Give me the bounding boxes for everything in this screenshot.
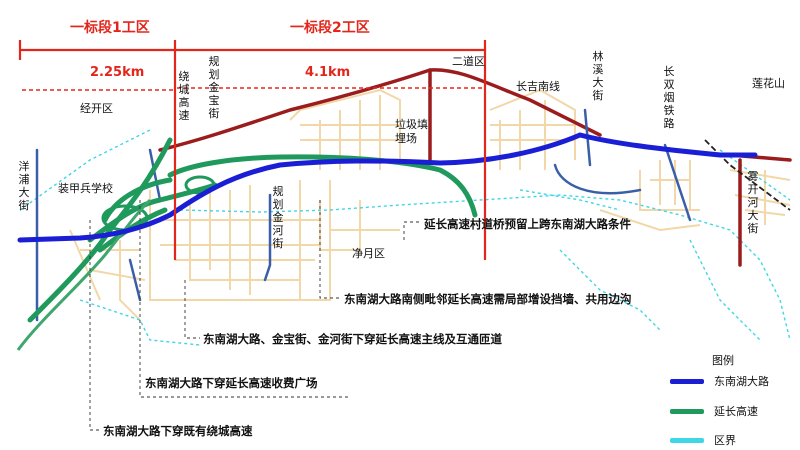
section1-title: 一标段1工区	[70, 20, 150, 36]
label-zhuangjia: 装甲兵学校	[58, 182, 113, 195]
label-jingkai: 经开区	[80, 102, 113, 115]
legend-title: 图例	[712, 354, 734, 367]
legend-label: 东南湖大路	[714, 375, 769, 388]
section2-title: 一标段2工区	[290, 20, 370, 36]
label-lajitian: 垃圾填埋场	[395, 118, 428, 145]
section-dimension	[22, 87, 483, 91]
label-guihua-jinhe: 规划金河街	[272, 185, 284, 250]
annotation-leaders	[89, 200, 420, 431]
annotation-village-bridge: 延长高速村道桥预留上跨东南湖大路条件	[424, 217, 631, 231]
legend-item-expressway: 延长高速	[670, 403, 758, 419]
section2-length: 4.1km	[305, 65, 351, 80]
railway-line	[704, 139, 791, 211]
legend-label: 区界	[714, 434, 736, 447]
legend-item-boundary: 区界	[670, 432, 736, 448]
label-raocheng: 绕城高速	[178, 70, 190, 122]
district-boundary	[19, 129, 791, 346]
label-guihua-jinbao: 规划金宝街	[208, 55, 220, 120]
legend-swatch	[670, 378, 704, 384]
label-wukai: 雾开河大街	[747, 170, 759, 235]
street-lines	[35, 108, 692, 322]
legend-label: 延长高速	[714, 405, 758, 418]
existing-highway-red	[158, 68, 792, 267]
legend-item-main-road: 东南湖大路	[670, 373, 769, 389]
label-jingyue: 净月区	[352, 247, 385, 260]
legend-swatch	[670, 437, 704, 443]
label-changshuang: 长双烟铁路	[663, 65, 675, 130]
dongnanhu-road	[17, 132, 758, 243]
section-markers	[18, 40, 487, 260]
label-yangpu: 洋浦大街	[18, 160, 30, 212]
label-linxi: 林溪大街	[592, 50, 604, 102]
annotation-underpass-main: 东南湖大路、金宝街、金河街下穿延长高速主线及互通匝道	[203, 332, 502, 346]
label-changji-nan: 长吉南线	[516, 80, 560, 93]
legend-swatch	[670, 408, 704, 414]
label-lianhuashan: 莲花山	[752, 77, 785, 90]
annotation-retaining-wall: 东南湖大路南侧毗邻延长高速需局部增设挡墙、共用边沟	[344, 292, 632, 306]
label-erdao: 二道区	[452, 55, 485, 68]
annotation-toll-plaza: 东南湖大路下穿延长高速收费广场	[145, 376, 318, 390]
annotation-ring-expressway: 东南湖大路下穿既有绕城高速	[103, 424, 253, 438]
ring-expressway	[16, 198, 152, 351]
section1-length: 2.25km	[90, 65, 145, 80]
